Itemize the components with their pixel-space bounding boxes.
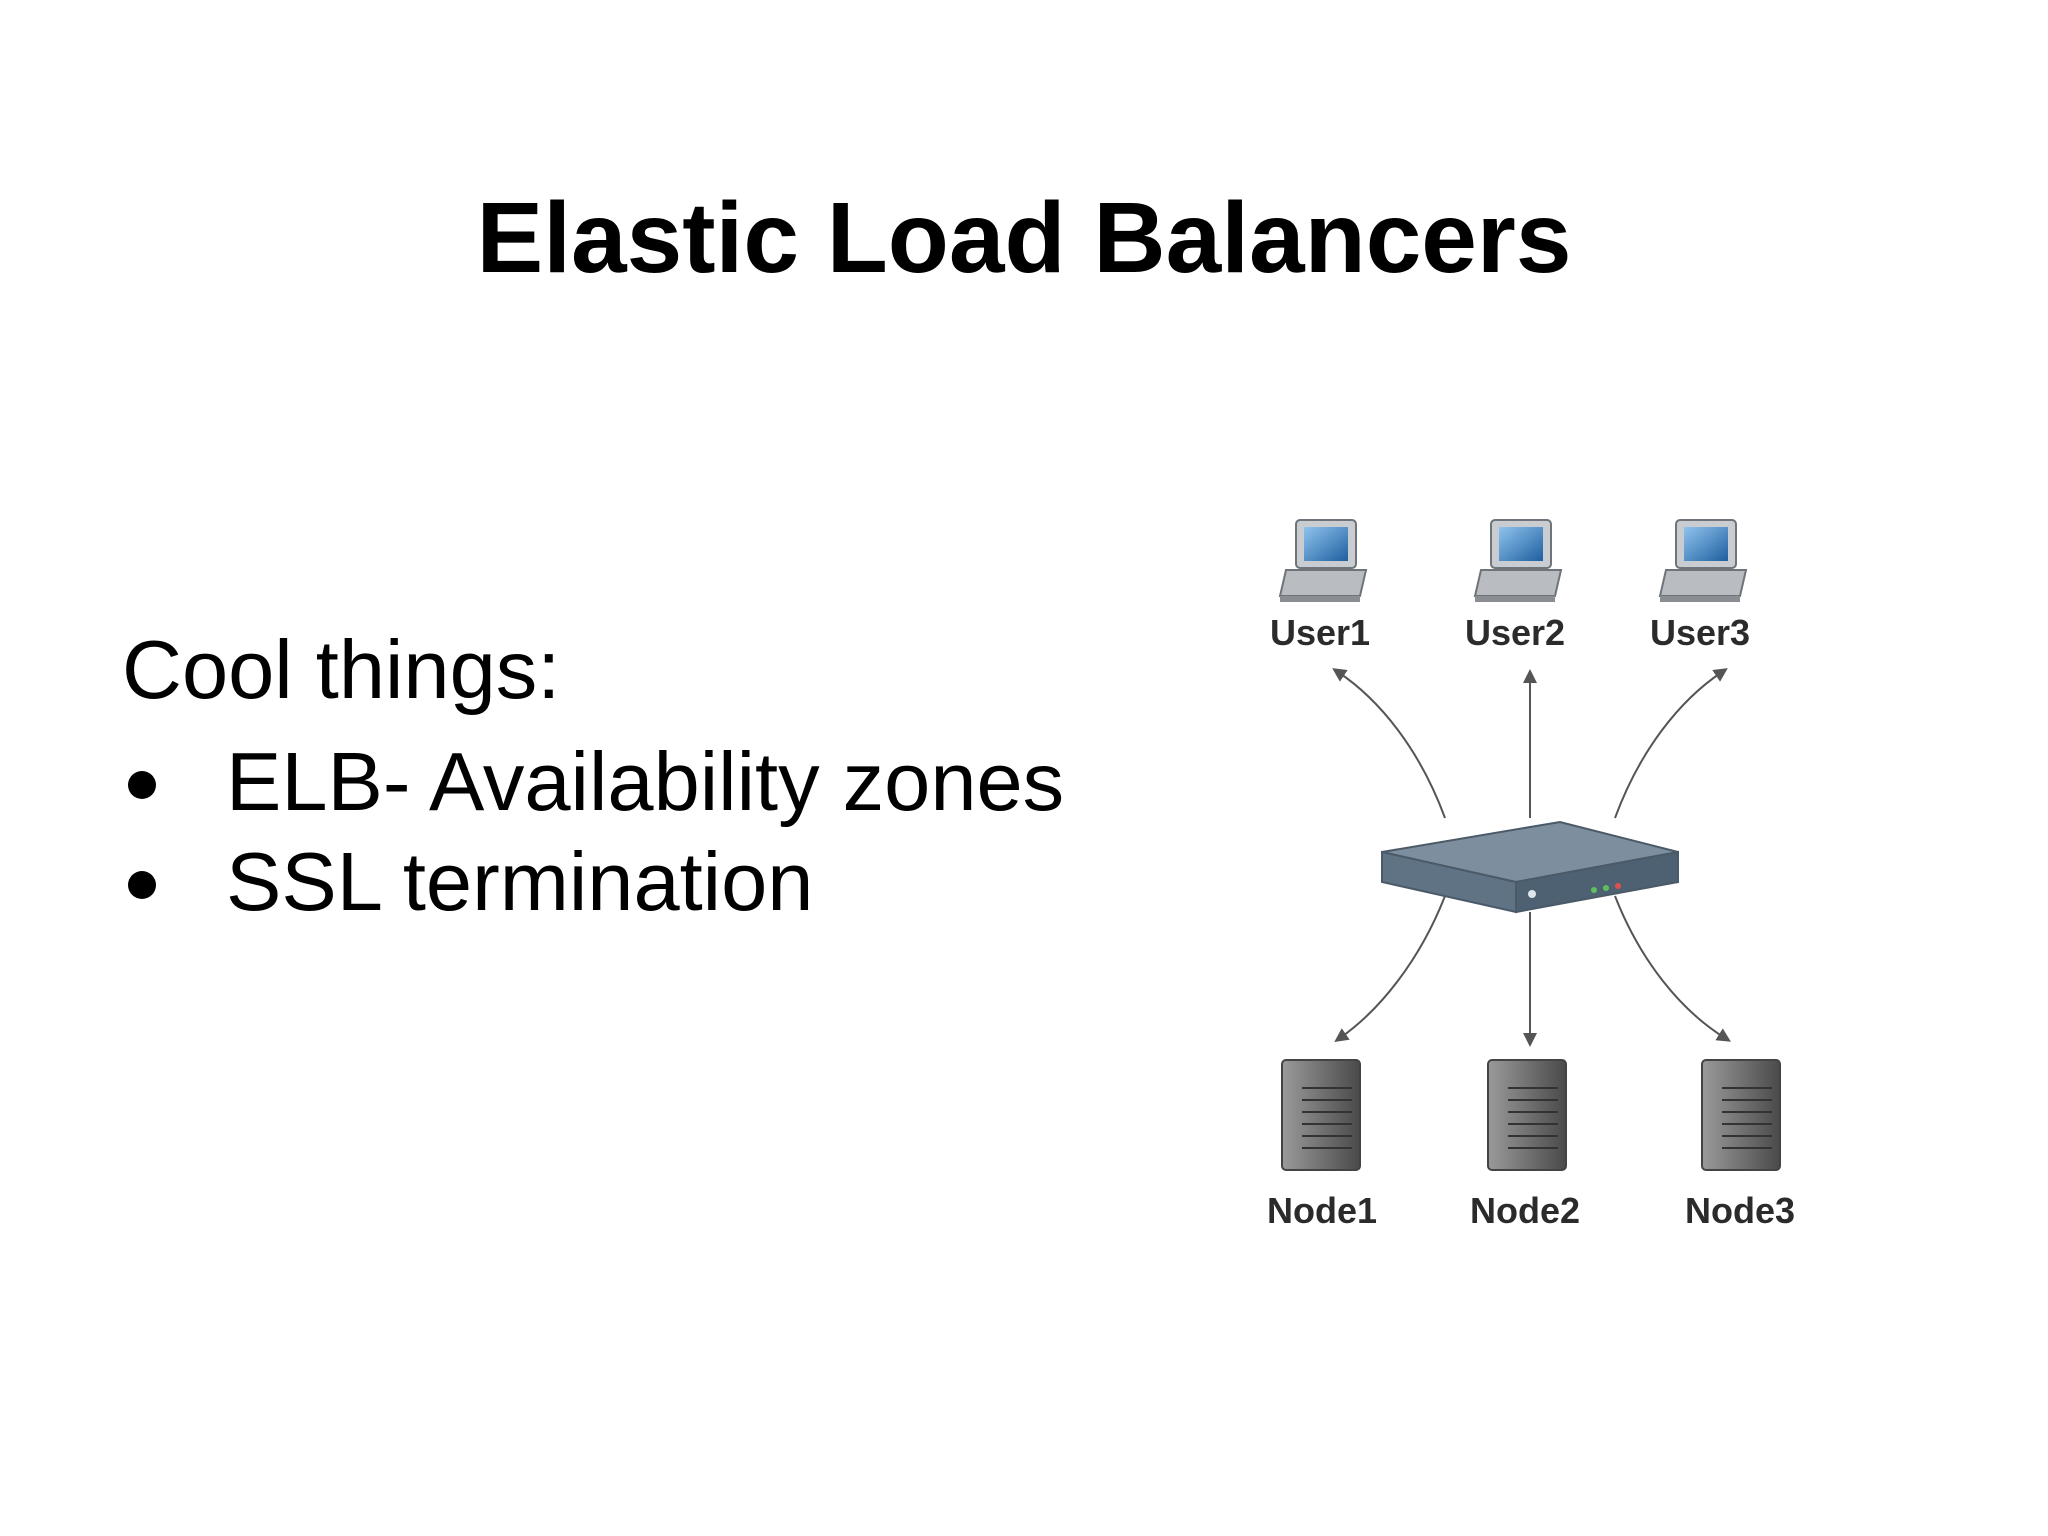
- connection-arrow: [1614, 668, 1728, 819]
- node-label: Node3: [1684, 1190, 1796, 1231]
- body-text-block: Cool things: ELB- Availability zones SSL…: [122, 620, 1064, 932]
- bullet-text: SSL termination: [226, 835, 814, 928]
- slide-title: Elastic Load Balancers: [476, 182, 1572, 294]
- bullet-text: ELB- Availability zones: [226, 735, 1065, 828]
- server-icon: [1281, 1059, 1361, 1171]
- bullet-icon: [128, 871, 156, 899]
- intro-line: Cool things:: [122, 623, 561, 716]
- computer-icon: [1473, 519, 1563, 602]
- server-icon: [1487, 1059, 1567, 1171]
- node-label: Node2: [1469, 1190, 1581, 1231]
- diagram-graphic: [1278, 519, 1781, 1171]
- server-icon: [1701, 1059, 1781, 1171]
- load-balancer-diagram: User1 User2 User3 Node1 Node2 Node3: [1230, 500, 1850, 1260]
- bullet-icon: [128, 771, 156, 799]
- computer-icon: [1658, 519, 1748, 602]
- bullet-list: ELB- Availability zones SSL termination: [122, 732, 1064, 932]
- connection-arrow: [1614, 895, 1731, 1042]
- user-label: User2: [1464, 612, 1566, 653]
- bullet-item: ELB- Availability zones: [122, 732, 1064, 832]
- connection-arrow: [1332, 668, 1446, 819]
- user-label: User3: [1649, 612, 1751, 653]
- computer-icon: [1278, 519, 1368, 602]
- node-label: Node1: [1266, 1190, 1378, 1231]
- user-label: User1: [1269, 612, 1371, 653]
- bullet-item: SSL termination: [122, 832, 1064, 932]
- load-balancer-icon: [1381, 820, 1679, 914]
- connection-arrow: [1334, 895, 1446, 1043]
